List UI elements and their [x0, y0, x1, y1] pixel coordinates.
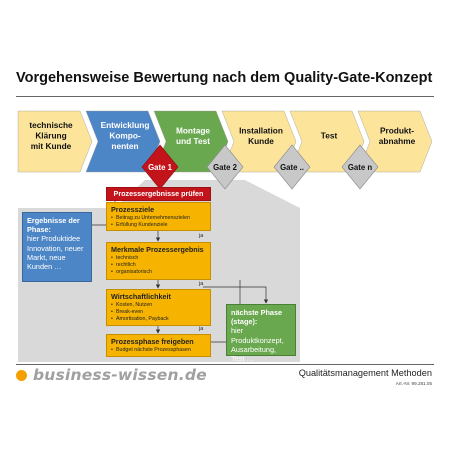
gate-n-label: Gate n: [348, 163, 372, 172]
step-bullet: organisatorisch: [111, 269, 206, 276]
title-divider: [16, 96, 434, 97]
step-result-features: Merkmale Prozessergebnis technisch recht…: [106, 242, 211, 280]
phase-component-development-label: nenten: [111, 141, 138, 151]
phase-results-text: hier Produktidee Innovation, neuer Markt…: [27, 234, 84, 272]
gate-2-diamond[interactable]: [206, 144, 244, 190]
phase-technical-clarification-label: Klärung: [35, 131, 66, 141]
yes-label: ja: [199, 281, 204, 287]
next-phase-box: nächste Phase (stage): hier Produktkonze…: [226, 304, 296, 363]
process-header-label: Prozessergebnisse prüfen: [113, 189, 204, 198]
step-process-goals: Prozessziele Beitrag zu Unternehmensziel…: [106, 202, 211, 231]
connector-output-top: [203, 286, 269, 304]
gate-1-label: Gate 1: [148, 163, 172, 172]
step-bullet: technisch: [111, 255, 206, 262]
footer-title: Qualitätsmanagement Methoden: [298, 368, 432, 378]
gate-more-label: Gate ..: [280, 163, 304, 172]
step-title: Prozessphase freigeben: [111, 337, 194, 346]
next-phase-text: hier Produktkonzept, Ausarbeitung, Test …: [231, 326, 284, 364]
phase-acceptance-label: abnahme: [379, 136, 416, 146]
phase-component-development-label: Kompo-: [109, 131, 141, 141]
gate-2-label: Gate 2: [213, 163, 237, 172]
page-title: Vorgehensweise Bewertung nach dem Qualit…: [16, 70, 433, 86]
next-phase-heading: nächste Phase (stage):: [231, 308, 283, 327]
phase-component-development-label: Entwicklung: [101, 120, 150, 130]
step-bullet: rechtlich: [111, 262, 206, 269]
article-number: Art.-Nr. 99.281.05: [395, 381, 432, 386]
phase-results-heading: Ergebnisse der Phase:: [27, 216, 80, 235]
step-title: Wirtschaftlichkeit: [111, 292, 171, 301]
step-title: Prozessziele: [111, 205, 155, 214]
phase-test-label: Test: [321, 131, 338, 141]
logo-dot-icon: [16, 370, 27, 381]
step-release-phase: Prozessphase freigeben Budget nächste Pr…: [106, 334, 211, 357]
phase-assembly-test-label: Montage: [176, 125, 210, 135]
phase-technical-clarification-chevron: [17, 110, 93, 173]
phase-technical-clarification-label: technische: [29, 120, 73, 130]
yes-label: ja: [199, 326, 204, 332]
footer-divider: [16, 364, 434, 365]
phase-acceptance-label: Produkt-: [380, 125, 414, 135]
step-bullet: Budget nächste Prozessphasen: [111, 347, 206, 354]
step-bullet: Erfüllung Kundenziele: [111, 222, 206, 229]
process-header: Prozessergebnisse prüfen: [106, 187, 211, 201]
step-bullet: Break-even: [111, 309, 206, 316]
phase-installation-label: Installation: [239, 125, 283, 135]
yes-label: ja: [199, 233, 204, 239]
phase-technical-clarification-label: mit Kunde: [31, 141, 72, 151]
step-bullet: Amortisation, Payback: [111, 316, 206, 323]
phase-results-box: Ergebnisse der Phase: hier Produktidee I…: [22, 212, 92, 282]
phase-acceptance-chevron: [357, 110, 433, 173]
phase-installation-label: Kunde: [248, 136, 274, 146]
gate-more-diamond[interactable]: [273, 144, 311, 190]
gate-n-diamond[interactable]: [341, 144, 379, 190]
step-title: Merkmale Prozessergebnis: [111, 245, 204, 254]
step-economics: Wirtschaftlichkeit Kosten, Nutzen Break-…: [106, 289, 211, 326]
phase-assembly-test-label: und Test: [176, 136, 210, 146]
step-bullet: Beitrag zu Unternehmenszielen: [111, 215, 206, 222]
step-bullet: Kosten, Nutzen: [111, 302, 206, 309]
brand-logo[interactable]: business-wissen.de: [33, 366, 207, 384]
